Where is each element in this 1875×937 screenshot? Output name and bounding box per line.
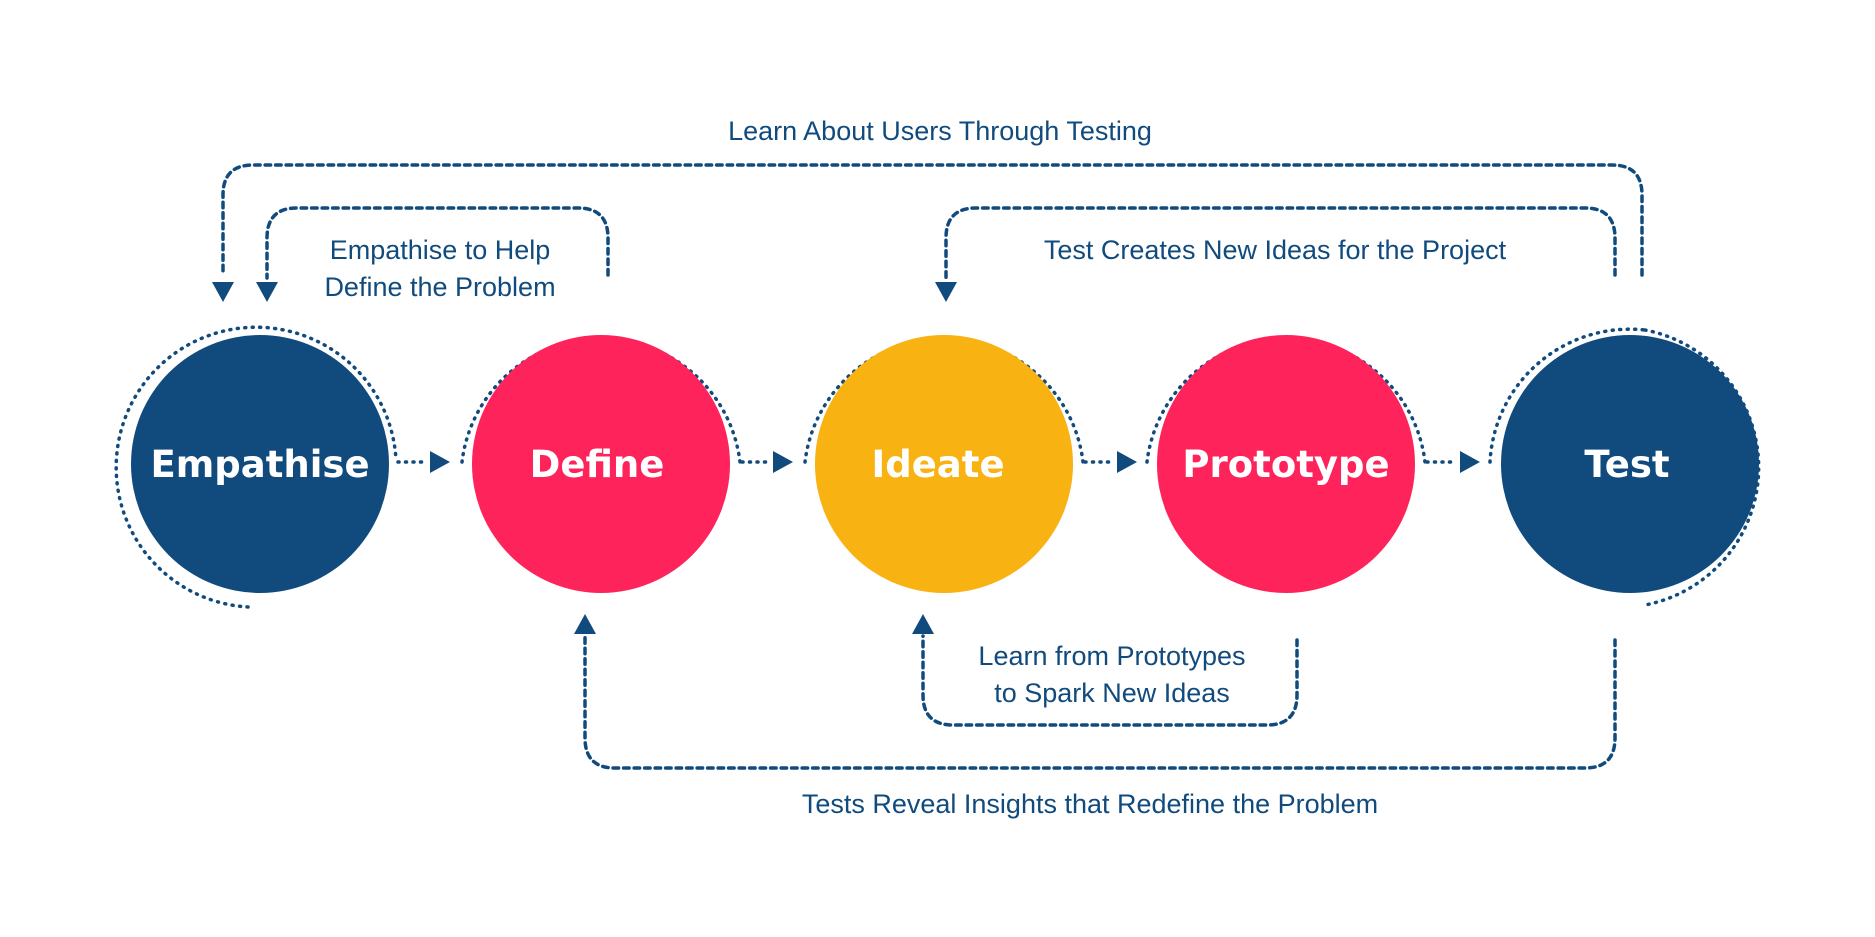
loop-learn-about-users: Learn About Users Through Testing xyxy=(212,116,1644,302)
loop-label-empathise-line2: Define the Problem xyxy=(324,272,555,302)
stage-connectors xyxy=(396,451,1480,473)
loop-prototype-ideate-path xyxy=(921,634,1299,727)
arrow-down-icon xyxy=(256,282,278,302)
loop-test-define-path xyxy=(583,634,1617,770)
ring-test xyxy=(1488,327,1647,464)
stage-ideate: Ideate xyxy=(815,335,1073,593)
loop-learn-about-users-path xyxy=(221,163,1644,277)
loop-test-ideate: Test Creates New Ideas for the Project xyxy=(935,206,1617,302)
loop-label-prototypes-line2: to Spark New Ideas xyxy=(994,678,1230,708)
ring-empathise xyxy=(114,325,398,609)
loop-label-learn-about-users: Learn About Users Through Testing xyxy=(728,116,1152,146)
stage-label-prototype: Prototype xyxy=(1182,443,1389,486)
loop-test-ideate-path xyxy=(944,206,1617,280)
stage-circle-test xyxy=(1501,335,1759,593)
loop-prototype-ideate: Learn from Prototypes to Spark New Ideas xyxy=(912,614,1299,727)
stage-circle-prototype xyxy=(1157,335,1415,593)
loop-test-define: Tests Reveal Insights that Redefine the … xyxy=(574,614,1617,819)
stage-empathise: Empathise xyxy=(131,335,389,593)
arrow-right-icon xyxy=(773,451,793,473)
stage-circle-ideate xyxy=(815,335,1073,593)
stage-prototype: Prototype xyxy=(1157,335,1415,593)
stage-circle-define xyxy=(472,335,730,593)
stage-test: Test xyxy=(1501,335,1759,593)
arrow-right-icon xyxy=(1117,451,1137,473)
loop-label-tests-reveal: Tests Reveal Insights that Redefine the … xyxy=(802,789,1378,819)
arrow-up-icon xyxy=(912,614,934,634)
loop-label-test-creates: Test Creates New Ideas for the Project xyxy=(1044,235,1507,265)
stage-label-empathise: Empathise xyxy=(150,443,369,486)
loop-empathise-define-path xyxy=(265,206,610,280)
stage-circle-empathise xyxy=(131,335,389,593)
stage-label-define: Define xyxy=(530,443,665,486)
loop-label-empathise-line1: Empathise to Help xyxy=(330,235,551,265)
stage-label-test: Test xyxy=(1584,443,1669,486)
loop-label-prototypes-line1: Learn from Prototypes xyxy=(978,641,1245,671)
stage-label-ideate: Ideate xyxy=(871,443,1004,486)
arrow-down-icon xyxy=(212,282,234,302)
arrow-right-icon xyxy=(430,451,450,473)
stage-define: Define xyxy=(472,335,730,593)
arrow-down-icon xyxy=(935,282,957,302)
loop-empathise-define: Empathise to Help Define the Problem xyxy=(256,206,610,302)
arrow-right-icon xyxy=(1460,451,1480,473)
arrow-up-icon xyxy=(574,614,596,634)
